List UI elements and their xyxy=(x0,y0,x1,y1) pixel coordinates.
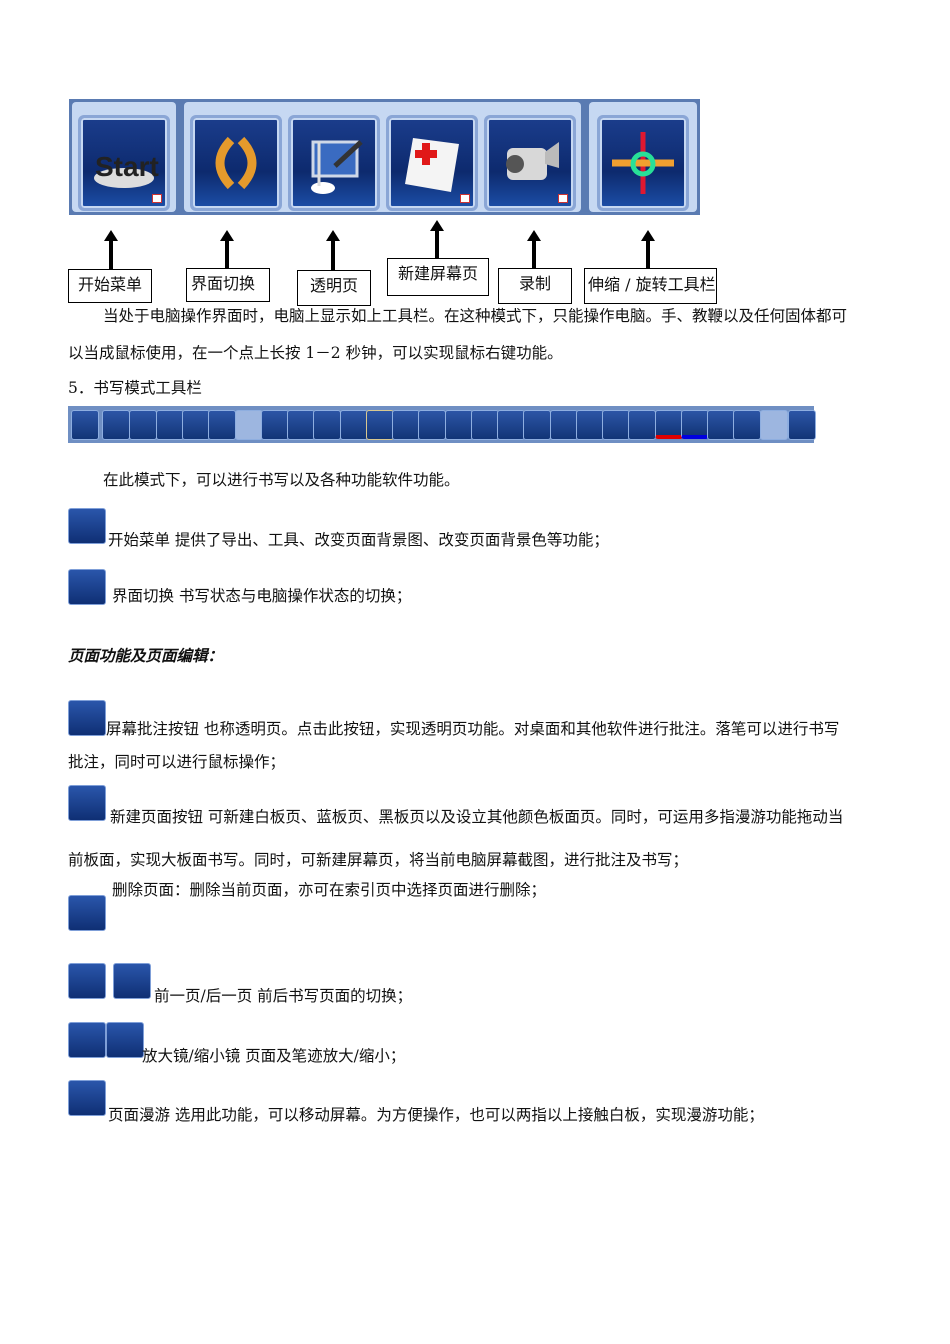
callout-arrow xyxy=(220,230,234,270)
pen-button[interactable] xyxy=(340,410,368,440)
record-button[interactable] xyxy=(484,115,576,211)
transparent-page-button[interactable] xyxy=(129,410,157,440)
pen-color-button[interactable] xyxy=(655,410,683,439)
item-newpage-text: 前板面，实现大板面书写。同时，可新建屏幕页，将当前电脑屏幕截图，进行批注及书写； xyxy=(68,851,689,869)
camera-icon xyxy=(506,142,559,180)
soft-pen-button[interactable] xyxy=(418,410,446,440)
item-zoom-text: 放大镜/缩小镜 页面及笔迹放大/缩小； xyxy=(142,1047,406,1065)
callout-arrow xyxy=(104,230,118,270)
writing-mode-toolbar xyxy=(68,406,816,443)
dropdown-indicator xyxy=(558,194,568,203)
zoom-out-icon xyxy=(106,1022,144,1058)
callout-transparent: 透明页 xyxy=(297,270,371,306)
callout-switch: 界面切换 xyxy=(186,268,270,302)
redo-button[interactable] xyxy=(760,410,788,440)
text-button[interactable] xyxy=(471,410,499,440)
item-prevnext-text: 前一页/后一页 前后书写页面的切换； xyxy=(154,987,413,1005)
paragraph-text: 以当成鼠标使用，在一个点上长按 1－2 秒钟，可以实现鼠标右键功能。 xyxy=(68,344,563,362)
switch-arrows-icon xyxy=(68,569,106,605)
toolbar-group-resize xyxy=(589,102,697,212)
new-page-icon xyxy=(405,138,459,192)
eraser-button[interactable] xyxy=(602,410,630,440)
hand-pan-icon xyxy=(68,1080,106,1116)
magic-pen-button[interactable] xyxy=(392,410,420,440)
start-button[interactable]: Start xyxy=(78,115,170,211)
callout-arrow xyxy=(430,220,444,260)
start-icon xyxy=(68,508,106,544)
item-switch-text: 界面切换 书写状态与电脑操作状态的切换； xyxy=(112,587,412,605)
new-page-icon xyxy=(68,785,106,821)
switch-button[interactable] xyxy=(102,410,130,440)
item-start-text: 开始菜单 提供了导出、工具、改变页面背景图、改变页面背景色等功能； xyxy=(108,531,609,549)
hard-pen-button[interactable] xyxy=(445,410,473,440)
item-delete-text: 删除页面：删除当前页面，亦可在索引页中选择页面进行删除； xyxy=(112,881,547,899)
prev-page-icon xyxy=(68,963,106,999)
paragraph-text: 当处于电脑操作界面时，电脑上显示如上工具栏。在这种模式下，只能操作电脑。手、教鞭… xyxy=(103,307,848,325)
section-heading: 5．书写模式工具栏 xyxy=(68,379,202,397)
dropdown-indicator xyxy=(152,194,162,203)
callout-record: 录制 xyxy=(498,268,572,304)
start-icon: Start xyxy=(94,151,159,188)
item-annotate-text: 屏幕批注按钮 也称透明页。点击此按钮，实现透明页功能。对桌面和其他软件进行批注。… xyxy=(106,720,840,738)
switch-arrows-icon xyxy=(215,136,257,190)
delete-page-icon xyxy=(68,895,106,931)
section-heading: 页面功能及页面编辑： xyxy=(68,646,224,665)
item-newpage-text: 新建页面按钮 可新建白板页、蓝板页、黑板页以及设立其他颜色板面页。同时，可运用多… xyxy=(110,808,844,826)
start-button[interactable] xyxy=(71,410,99,440)
record-button[interactable] xyxy=(707,410,735,440)
resize-rotate-button[interactable] xyxy=(597,115,689,211)
computer-mode-toolbar: Start xyxy=(69,99,700,215)
screen-annotate-icon xyxy=(68,700,106,736)
item-pan-text: 页面漫游 选用此功能，可以移动屏幕。为方便操作，也可以两指以上接触白板，实现漫游… xyxy=(108,1106,764,1124)
transparent-page-button[interactable] xyxy=(288,115,380,211)
fill-color-button[interactable] xyxy=(681,410,709,439)
select-button[interactable] xyxy=(576,410,604,440)
spotlight-button[interactable] xyxy=(523,410,551,440)
callout-arrow xyxy=(326,230,340,270)
screen-annotate-icon xyxy=(311,140,363,194)
zoom-in-icon xyxy=(68,1022,106,1058)
toolbar-group-start: Start xyxy=(72,102,176,212)
zoom-out-button[interactable] xyxy=(261,410,289,440)
line-width-button[interactable] xyxy=(628,410,656,440)
callout-resize: 伸缩 / 旋转工具栏 xyxy=(584,268,717,304)
next-page-button[interactable] xyxy=(235,410,263,440)
zoom-in-button[interactable] xyxy=(287,410,315,440)
delete-page-button[interactable] xyxy=(182,410,210,440)
paragraph-text: 在此模式下，可以进行书写以及各种功能软件功能。 xyxy=(103,471,460,489)
next-page-icon xyxy=(113,963,151,999)
screen-shade-button[interactable] xyxy=(497,410,525,440)
callout-arrow xyxy=(641,230,655,270)
toolbar-group-main xyxy=(184,102,581,212)
new-page-button[interactable] xyxy=(156,410,184,440)
callout-start: 开始菜单 xyxy=(68,269,152,303)
resize-rotate-button[interactable] xyxy=(788,410,816,440)
switch-button[interactable] xyxy=(190,115,282,211)
callout-arrow xyxy=(527,230,541,270)
item-annotate-text: 批注，同时可以进行鼠标操作； xyxy=(68,753,286,771)
pan-button[interactable] xyxy=(313,410,341,440)
resources-button[interactable] xyxy=(550,410,578,440)
dropdown-indicator xyxy=(460,194,470,203)
undo-button[interactable] xyxy=(733,410,761,440)
new-screen-page-button[interactable] xyxy=(386,115,478,211)
svg-text:Start: Start xyxy=(95,151,159,182)
callout-new-screen: 新建屏幕页 xyxy=(387,258,489,296)
brush-button[interactable] xyxy=(366,410,394,440)
resize-rotate-icon xyxy=(612,132,674,194)
prev-page-button[interactable] xyxy=(208,410,236,440)
